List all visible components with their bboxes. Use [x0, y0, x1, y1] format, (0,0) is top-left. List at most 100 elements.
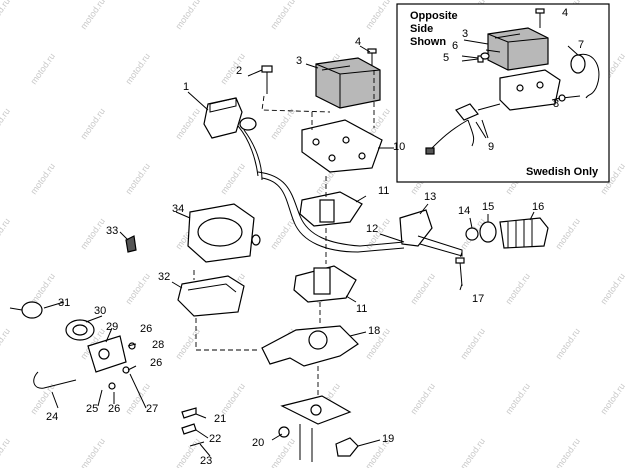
callout-i9: 9: [488, 141, 494, 153]
callout-4: 4: [355, 36, 361, 48]
callout-i8: 8: [553, 98, 559, 110]
watermark-text: motod.ru: [78, 0, 107, 31]
part-16-grip: [499, 217, 549, 249]
callout-26-top: 26: [140, 323, 152, 335]
part-21-tab: [181, 407, 197, 419]
watermark-text: motod.ru: [173, 0, 202, 31]
watermark-text: motod.ru: [0, 436, 12, 468]
callout-13: 13: [424, 191, 436, 203]
part-31-ignition-switch: [9, 301, 43, 319]
part-33-plug: [125, 235, 137, 253]
part-30-ring: [65, 319, 95, 341]
watermark-text: motod.ru: [458, 326, 487, 361]
watermark-text: motod.ru: [363, 0, 392, 31]
watermark-text: motod.ru: [553, 326, 582, 361]
callout-18: 18: [368, 325, 380, 337]
callout-32: 32: [158, 271, 170, 283]
inset-part-harness-9: [425, 103, 501, 155]
part-14-screw: [465, 227, 479, 241]
callout-28: 28: [152, 339, 164, 351]
part-20-nut: [278, 426, 290, 438]
callout-19: 19: [382, 433, 394, 445]
callout-21: 21: [214, 413, 226, 425]
watermark-text: motod.ru: [218, 381, 247, 416]
part-1-master-cylinder: [203, 97, 263, 181]
inset-part-washer-6: [480, 52, 490, 60]
callout-i6: 6: [452, 40, 458, 52]
watermark-text: motod.ru: [123, 51, 152, 86]
watermark-text: motod.ru: [553, 436, 582, 468]
inset-panel: Opposite Side Shown Swedish Only: [396, 3, 610, 183]
callout-34: 34: [172, 203, 184, 215]
part-11-clamp-top: [299, 191, 363, 227]
watermark-text: motod.ru: [78, 216, 107, 251]
part-32-gauge-housing: [177, 275, 245, 317]
watermark-text: motod.ru: [408, 381, 437, 416]
callout-17: 17: [472, 293, 484, 305]
callout-33: 33: [106, 225, 118, 237]
watermark-text: motod.ru: [458, 436, 487, 468]
watermark-text: motod.ru: [28, 271, 57, 306]
part-18-base-plate: [280, 395, 352, 462]
callout-i4: 4: [562, 7, 568, 19]
inset-part-cover: [487, 27, 549, 71]
callout-3: 3: [296, 55, 302, 67]
inset-part-screw-4: [535, 8, 545, 28]
callout-11-bottom: 11: [356, 303, 367, 315]
part-13-throttle-housing: [399, 209, 463, 257]
part-29-bracket: [87, 335, 127, 373]
part-11-clamp-bottom: [293, 265, 357, 303]
part-15-collar: [479, 221, 497, 243]
inset-title-line-3: Shown: [410, 36, 446, 48]
part-12-handlebar: [257, 171, 405, 253]
watermark-text: motod.ru: [173, 106, 202, 141]
callout-22: 22: [209, 433, 221, 445]
part-24-cable: [33, 371, 77, 389]
callout-30: 30: [94, 305, 106, 317]
watermark-text: motod.ru: [218, 51, 247, 86]
watermark-text: motod.ru: [268, 216, 297, 251]
part-19-clip: [335, 437, 359, 457]
watermark-text: motod.ru: [408, 271, 437, 306]
watermark-text: motod.ru: [0, 0, 12, 31]
callout-12: 12: [366, 223, 378, 235]
watermark-text: motod.ru: [553, 216, 582, 251]
callout-i7: 7: [578, 39, 584, 51]
callout-23: 23: [200, 455, 212, 467]
callout-24: 24: [46, 411, 58, 423]
inset-title-line-1: Opposite: [410, 10, 458, 22]
part-23-tab: [189, 441, 205, 447]
watermark-text: motod.ru: [123, 271, 152, 306]
part-34-speedometer: [187, 203, 261, 263]
callout-11-top: 11: [378, 185, 389, 197]
watermark-text: motod.ru: [123, 161, 152, 196]
inset-part-bracket: [499, 69, 561, 111]
part-3-cover: [315, 57, 381, 109]
watermark-text: motod.ru: [598, 381, 625, 416]
part-2-bolt: [261, 65, 273, 94]
callout-1: 1: [183, 81, 189, 93]
callout-14: 14: [458, 205, 470, 217]
callout-2: 2: [236, 65, 242, 77]
callout-29: 29: [106, 321, 118, 333]
part-17-screw: [455, 257, 465, 287]
watermark-text: motod.ru: [0, 326, 12, 361]
part-10-clamp-upper: [301, 119, 383, 173]
watermark-text: motod.ru: [173, 436, 202, 468]
callout-31: 31: [58, 297, 70, 309]
watermark-text: motod.ru: [503, 271, 532, 306]
watermark-text: motod.ru: [268, 106, 297, 141]
callout-i5: 5: [443, 52, 449, 64]
watermark-text: motod.ru: [0, 216, 12, 251]
watermark-text: motod.ru: [0, 106, 12, 141]
inset-footer: Swedish Only: [526, 166, 599, 178]
callout-27: 27: [146, 403, 158, 415]
inset-title-line-2: Side: [410, 23, 433, 35]
callout-15: 15: [482, 201, 494, 213]
callout-10: 10: [393, 141, 405, 153]
watermark-text: motod.ru: [28, 51, 57, 86]
callout-i3: 3: [462, 28, 468, 40]
inset-part-switch-7: [570, 53, 600, 99]
callout-25: 25: [86, 403, 98, 415]
